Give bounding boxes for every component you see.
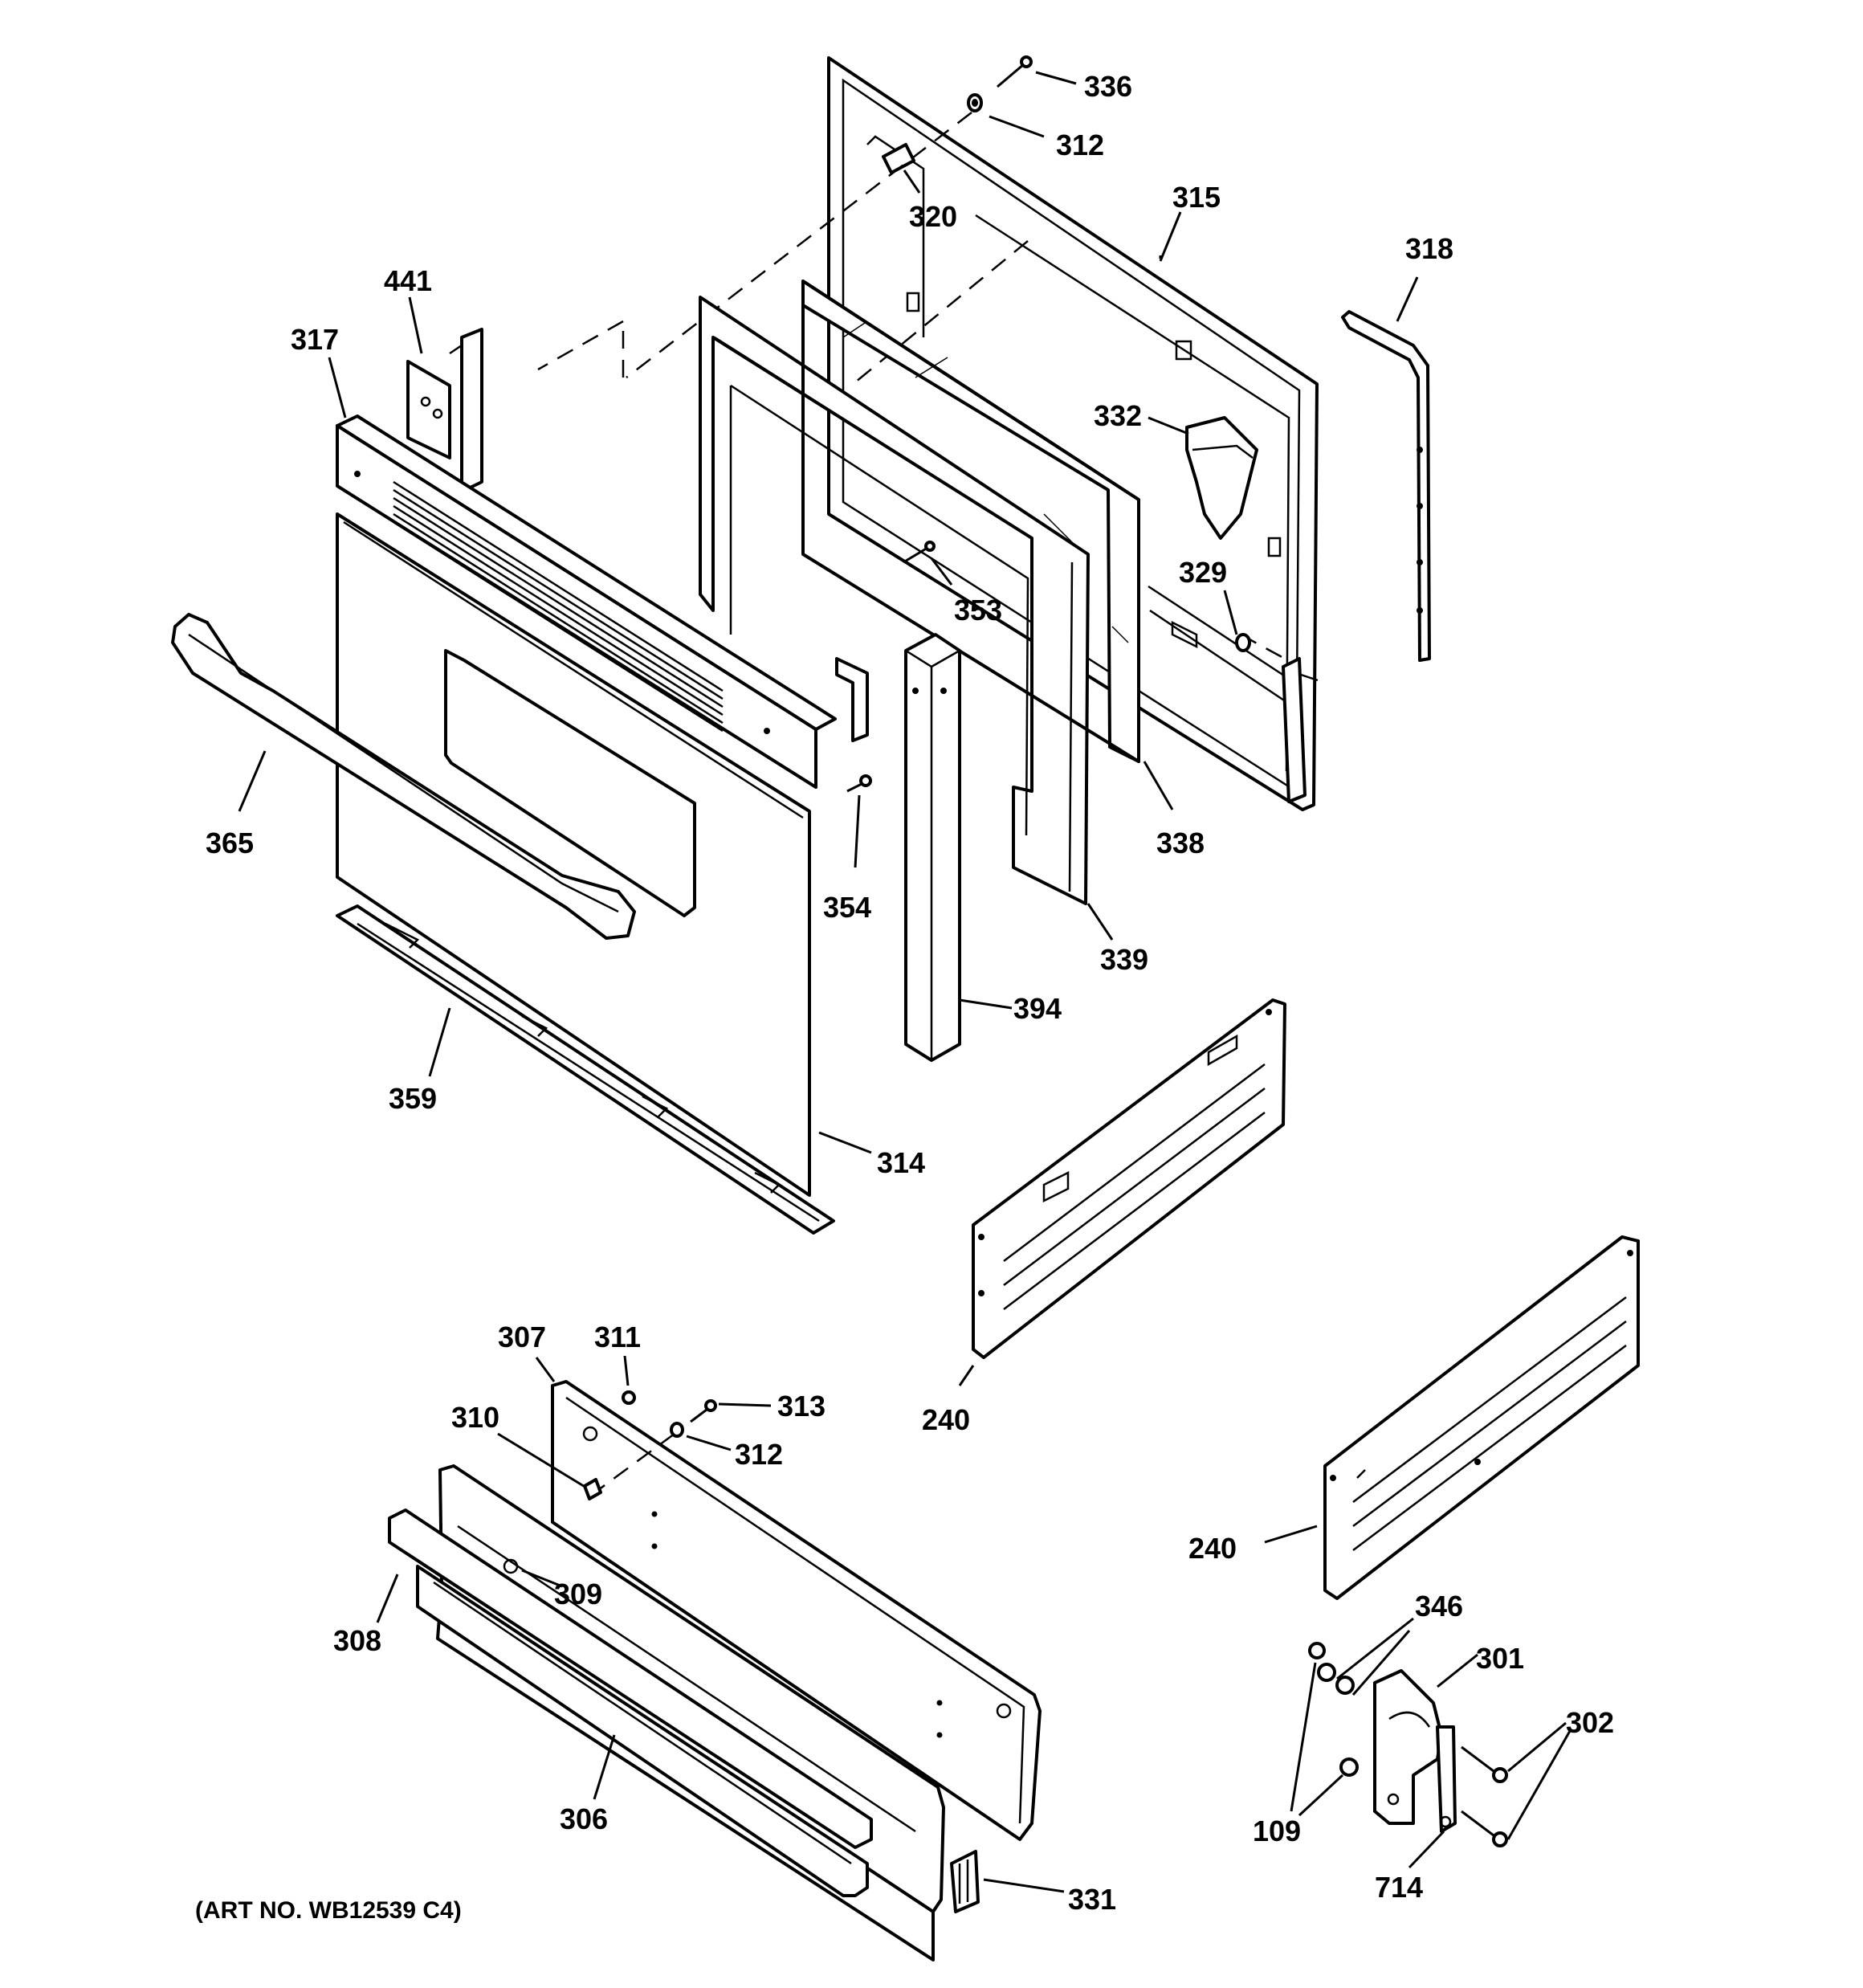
part-labels: 336 312 320 315 318 441 317 332 329 353 …	[195, 70, 1614, 1924]
label-240-lower: 240	[1188, 1532, 1237, 1565]
screw-313	[690, 1399, 717, 1423]
leader-lines	[238, 71, 1572, 1893]
label-109: 109	[1253, 1815, 1301, 1847]
inner-door-liner	[827, 56, 1319, 811]
clip-310	[583, 1478, 602, 1500]
label-313: 313	[777, 1390, 826, 1423]
vent-panel-lower	[1323, 1235, 1640, 1600]
vent-trim	[336, 414, 837, 789]
washer-312-top	[967, 93, 983, 112]
label-317: 317	[291, 323, 339, 356]
door-frame	[699, 296, 1090, 905]
hinge-bracket-441	[406, 328, 483, 493]
door-handle	[171, 613, 636, 940]
label-338: 338	[1156, 827, 1205, 859]
label-307: 307	[498, 1321, 546, 1353]
label-331: 331	[1068, 1883, 1116, 1916]
vent-panel-upper	[972, 998, 1286, 1359]
label-312-top: 312	[1056, 129, 1104, 161]
part-311	[622, 1390, 636, 1405]
label-310: 310	[451, 1401, 499, 1434]
screw-354	[846, 774, 872, 793]
label-359: 359	[389, 1082, 437, 1115]
side-bracket	[835, 657, 869, 742]
insulation	[1185, 416, 1258, 540]
door-clip	[882, 143, 915, 174]
bottom-trim	[336, 904, 835, 1235]
label-311: 311	[594, 1321, 641, 1353]
label-318: 318	[1405, 232, 1453, 265]
label-394: 394	[1013, 992, 1062, 1025]
drawer-bracket	[950, 1850, 980, 1913]
screw-353	[903, 541, 936, 564]
label-308: 308	[333, 1624, 381, 1657]
label-315: 315	[1172, 181, 1221, 214]
label-301: 301	[1476, 1642, 1524, 1675]
label-346: 346	[1415, 1590, 1463, 1623]
label-332: 332	[1094, 399, 1142, 432]
label-336: 336	[1084, 70, 1132, 103]
art-number: (ART NO. WB12539 C4)	[195, 1897, 462, 1924]
drawer-trim	[388, 1508, 873, 1897]
door-gasket	[1341, 310, 1431, 662]
outer-door-panel	[336, 512, 811, 1197]
screws-302	[1461, 1745, 1508, 1847]
label-339: 339	[1100, 943, 1148, 976]
screw-336	[997, 55, 1033, 88]
nut-109	[1339, 1757, 1359, 1777]
liner-hinge	[1282, 657, 1307, 803]
drawer-back-panel	[551, 1380, 1042, 1841]
assembly-lines-lower	[597, 1432, 675, 1492]
label-354: 354	[823, 891, 871, 924]
nuts-346	[1308, 1642, 1355, 1695]
door-channel	[904, 633, 961, 1062]
part-329	[1235, 633, 1251, 652]
hinge-301	[1373, 1669, 1443, 1825]
hinge-arm-714	[1436, 1725, 1457, 1833]
label-320: 320	[909, 200, 957, 233]
label-365: 365	[206, 827, 254, 859]
label-306: 306	[560, 1802, 608, 1835]
label-302: 302	[1566, 1706, 1614, 1739]
label-441: 441	[384, 264, 432, 297]
label-309: 309	[554, 1578, 602, 1610]
label-240-upper: 240	[922, 1403, 970, 1436]
label-714: 714	[1375, 1871, 1423, 1904]
washer-312-bottom	[670, 1422, 684, 1438]
label-329: 329	[1179, 556, 1227, 589]
label-312-bottom: 312	[735, 1438, 783, 1471]
label-353: 353	[954, 594, 1002, 627]
door-glass	[801, 280, 1140, 763]
label-314: 314	[877, 1146, 925, 1179]
